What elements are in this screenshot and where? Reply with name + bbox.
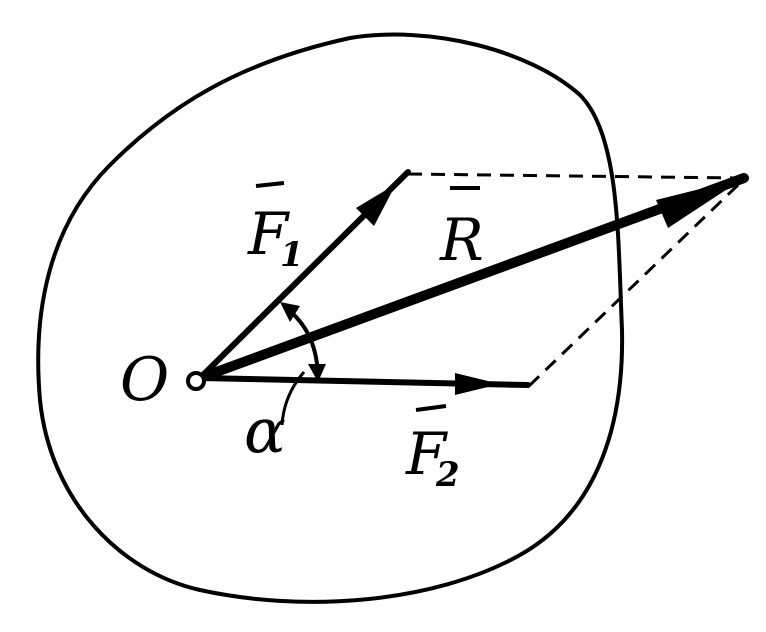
vector-f1-letter: F — [247, 200, 290, 268]
vector-f2-arrowhead — [455, 373, 500, 395]
origin-point — [186, 371, 206, 391]
vector-r-label: R — [439, 186, 484, 274]
vector-f1-label: F 1 — [247, 181, 304, 275]
body-outline — [36, 32, 625, 604]
vector-f1-overbar — [255, 181, 285, 188]
vector-f2-letter: F — [405, 420, 448, 488]
dashed-line-right — [528, 183, 740, 387]
vector-r-arrowhead — [656, 178, 744, 228]
angle-label: α — [244, 394, 286, 467]
vector-f1-arrowhead — [356, 184, 396, 226]
origin-label: O — [120, 345, 169, 415]
angle-arrowhead-bottom — [308, 364, 326, 382]
vector-f2-label: F 2 — [405, 404, 460, 495]
vector-r-line — [195, 173, 749, 383]
vector-f2-subscript: 2 — [435, 455, 460, 495]
vector-r-letter: R — [439, 206, 484, 274]
vector-f2-overbar — [415, 404, 447, 412]
angle-leader — [280, 371, 306, 426]
vector-f1-subscript: 1 — [280, 235, 304, 275]
angle-arrowhead-top — [280, 302, 300, 322]
dashed-line-top — [407, 172, 739, 180]
